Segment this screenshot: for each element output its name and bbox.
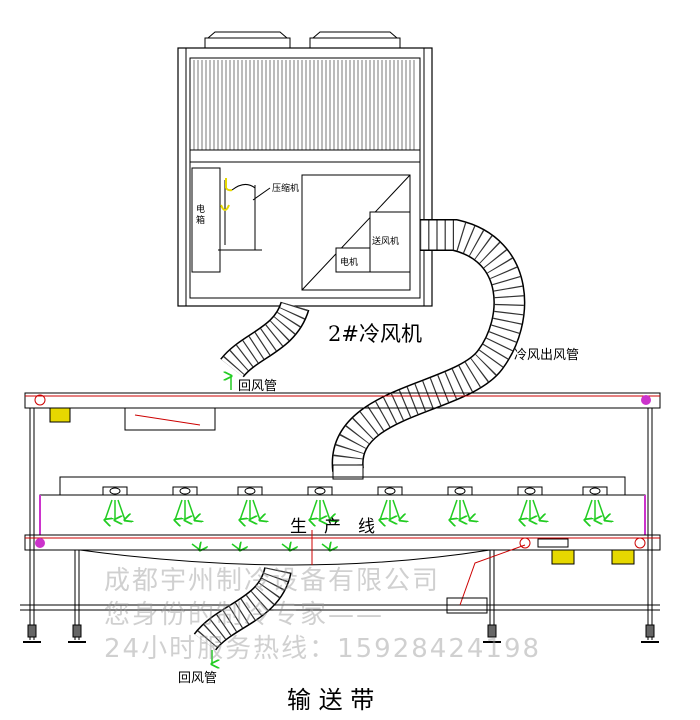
- air-nozzle: [173, 486, 197, 520]
- compressor-label: 压缩机: [272, 184, 300, 194]
- supply-duct: [331, 219, 526, 480]
- return-duct-bottom: [193, 566, 292, 664]
- electric-box-label: 电箱: [196, 205, 206, 226]
- airflow-arrow: [175, 499, 182, 520]
- blower-label: 送风机: [372, 237, 400, 247]
- airflow-arrow: [392, 499, 400, 520]
- airflow-arrow: [597, 499, 605, 520]
- compressor: [218, 178, 271, 251]
- watermark-line3: 24小时服务热线：15928424198: [104, 634, 542, 664]
- electric-box: [191, 167, 221, 273]
- airflow-arrow: [520, 499, 527, 520]
- airflow-arrow: [322, 499, 330, 520]
- condenser-grill: [193, 60, 415, 150]
- motor-label: 电机: [340, 258, 359, 268]
- watermark-line2: 您身份的制冷专家——: [104, 600, 385, 630]
- air-nozzle: [103, 486, 127, 520]
- air-nozzle: [238, 486, 262, 520]
- air-nozzle: [583, 486, 607, 520]
- foot: [27, 624, 37, 638]
- return-duct-top-label: 回风管: [238, 379, 278, 394]
- foot: [72, 624, 82, 638]
- airflow-arrow: [240, 499, 247, 520]
- airflow-arrow: [321, 544, 330, 550]
- airflow-arrow: [310, 499, 317, 520]
- top-beam: [24, 392, 661, 431]
- air-nozzle: [448, 486, 472, 520]
- foot: [487, 624, 497, 638]
- airflow-arrow: [585, 499, 592, 520]
- lower-beam: [24, 530, 661, 614]
- airflow-arrow: [231, 544, 240, 550]
- airflow-arrow: [252, 499, 260, 520]
- chiller-unit: [177, 47, 433, 307]
- foot: [645, 624, 655, 638]
- return-duct-top: [220, 300, 310, 390]
- airflow-arrow: [281, 544, 290, 550]
- conveyor-label: 输 送 带: [287, 686, 375, 714]
- fan-top-right: [309, 31, 401, 49]
- blower: [369, 211, 411, 273]
- production-line: [39, 476, 646, 550]
- frame-legs: [20, 408, 660, 640]
- air-nozzle: [518, 486, 542, 520]
- airflow-arrow: [105, 499, 112, 520]
- production-line-label: 生 产 线: [290, 517, 375, 537]
- airflow-arrow: [117, 499, 125, 520]
- supply-duct-label: 冷风出风管: [514, 348, 580, 363]
- return-duct-bottom-label: 回风管: [178, 671, 218, 686]
- airflow-arrow: [380, 499, 387, 520]
- airflow-arrow: [532, 499, 540, 520]
- fan-top-left: [204, 31, 291, 49]
- airflow-arrow: [462, 499, 470, 520]
- chiller-title: 2#冷风机: [328, 322, 422, 346]
- airflow-arrow: [191, 544, 200, 550]
- airflow-arrow: [450, 499, 457, 520]
- motor: [335, 247, 371, 273]
- airflow-arrow: [187, 499, 195, 520]
- air-nozzle: [308, 486, 332, 520]
- air-nozzle: [378, 486, 402, 520]
- watermark-line1: 成都宇州制冷设备有限公司: [104, 566, 441, 596]
- frame-feet: [23, 624, 659, 643]
